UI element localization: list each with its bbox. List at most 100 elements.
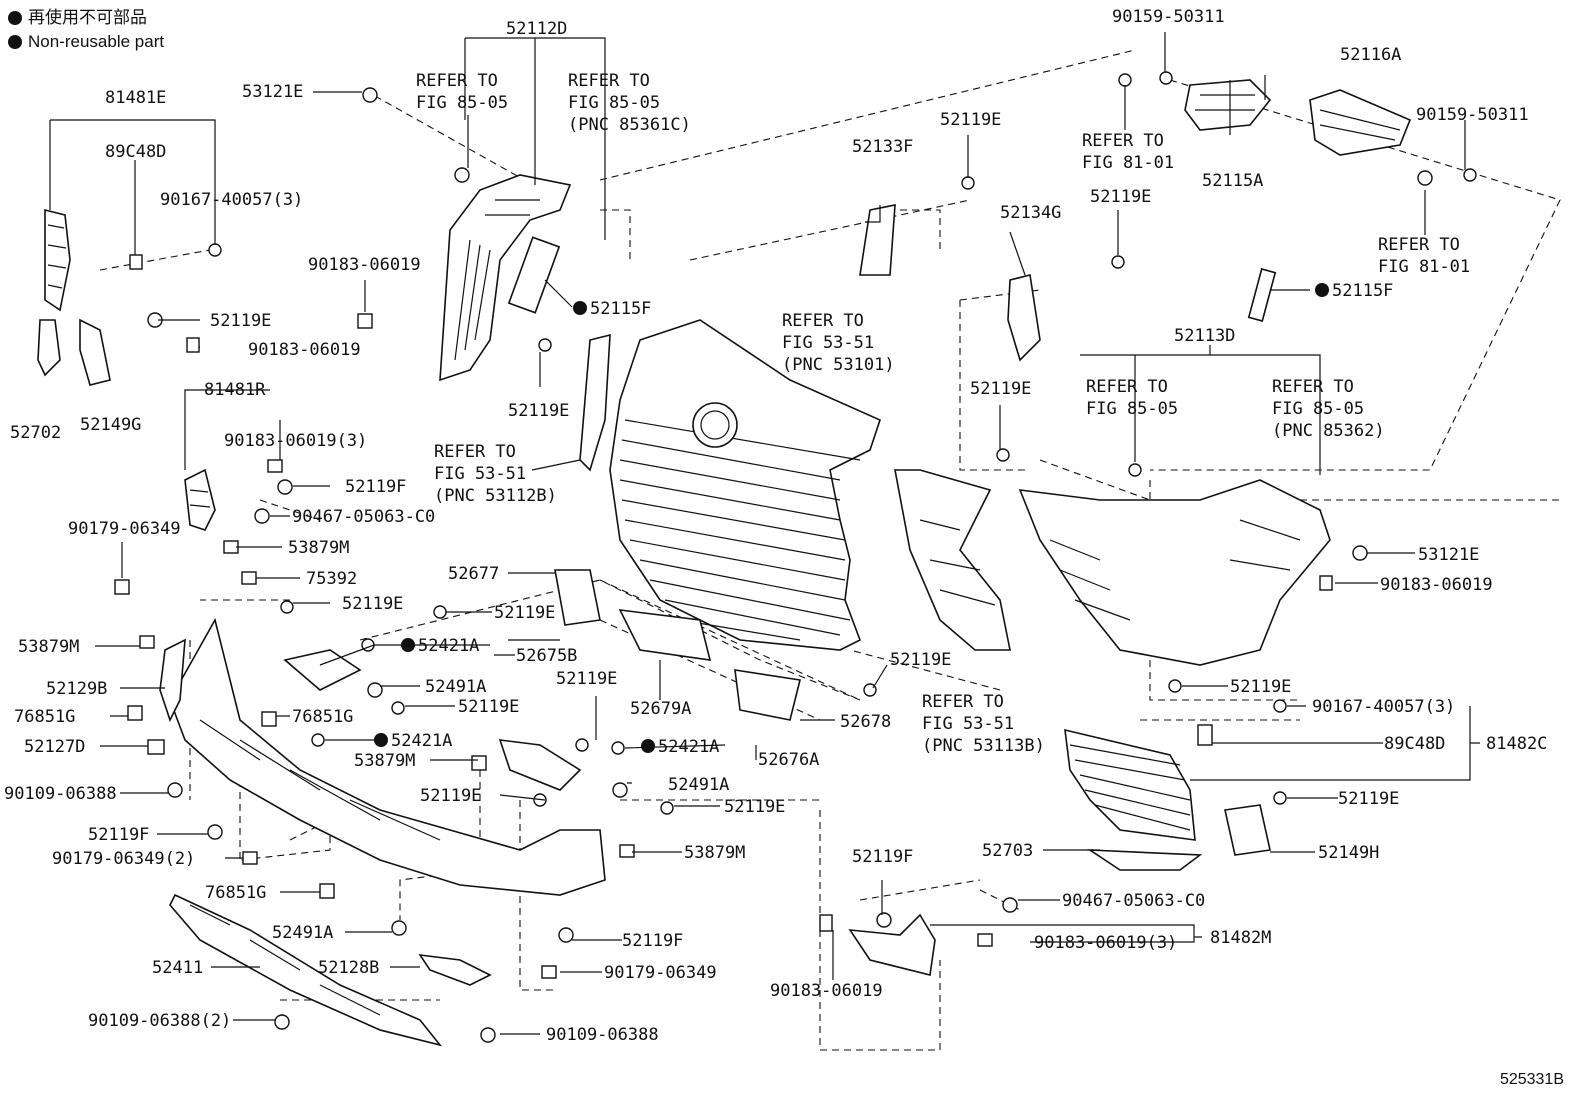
nut-icon [186, 337, 200, 353]
part-right-lower-piece [894, 469, 1011, 651]
non-reusable-dot-icon [401, 638, 415, 652]
refer-label: REFER TO [922, 692, 1004, 712]
refer-fig: FIG 53-51 [434, 464, 526, 484]
refer-fig: FIG 85-05 [568, 93, 660, 113]
label-52112D: 52112D [506, 19, 567, 39]
label-52119E: 52119E [1230, 677, 1291, 697]
label-52119F: 52119F [622, 931, 683, 951]
part-52116A [1309, 89, 1412, 156]
label-90179-06349: 90179-06349 [604, 963, 717, 983]
label-90179-06349-2: 90179-06349(2) [52, 849, 195, 869]
part-52115A [1184, 79, 1272, 131]
label-52702: 52702 [10, 423, 61, 443]
label-53879M: 53879M [354, 751, 415, 771]
refer-fig: FIG 81-01 [1082, 153, 1174, 173]
non-reusable-dot-icon [573, 301, 587, 315]
label-76851G: 76851G [292, 707, 353, 727]
label-90183-06019: 90183-06019 [770, 981, 883, 1001]
screw-icon [1159, 71, 1173, 85]
label-90109-06388: 90109-06388 [546, 1025, 659, 1045]
refer-fig: FIG 81-01 [1378, 257, 1470, 277]
label-81482C: 81482C [1486, 734, 1547, 754]
clip-icon [127, 705, 143, 721]
legend-row-en: Non-reusable part [8, 30, 164, 54]
bolt-icon [480, 1027, 496, 1043]
label-52115F: 52115F [590, 299, 651, 319]
clip-icon [391, 920, 407, 936]
label-52679A: 52679A [630, 699, 691, 719]
label-52119F: 52119F [345, 477, 406, 497]
label-90159-50311: 90159-50311 [1112, 7, 1225, 27]
refer-label: REFER TO [1378, 235, 1460, 255]
nut-icon [819, 914, 833, 932]
refer-fig: FIG 53-51 [922, 714, 1014, 734]
legend-row-ja: 再使用不可部品 [8, 6, 164, 30]
label-52491A: 52491A [668, 775, 729, 795]
clip-icon [241, 571, 257, 585]
label-53879M: 53879M [18, 637, 79, 657]
label-90167-40057-3: 90167-40057(3) [1312, 697, 1455, 717]
part-grille-53101 [579, 204, 896, 651]
screw-icon [876, 912, 892, 928]
label-52134G: 52134G [1000, 203, 1061, 223]
screw-icon [1118, 73, 1132, 87]
label-52127D: 52127D [24, 737, 85, 757]
label-76851G: 76851G [14, 707, 75, 727]
part-52134G [1007, 274, 1041, 362]
non-reusable-dot-icon [8, 35, 22, 49]
label-52115A: 52115A [1202, 171, 1263, 191]
refer-pnc: (PNC 53112B) [434, 486, 557, 506]
bolt-icon [274, 1014, 290, 1030]
label-52119E: 52119E [342, 594, 403, 614]
label-52675B: 52675B [516, 646, 577, 666]
label-90159-50311: 90159-50311 [1416, 105, 1529, 125]
clip-icon [619, 844, 635, 858]
label-52149H: 52149H [1318, 843, 1379, 863]
bolt-icon [207, 824, 223, 840]
clip-icon [1002, 897, 1018, 913]
clip-icon [612, 782, 628, 798]
clip-icon [129, 254, 143, 270]
label-90109-06388: 90109-06388 [4, 784, 117, 804]
washer-icon [311, 733, 325, 747]
clip-icon [254, 508, 270, 524]
refer-fig: FIG 85-05 [416, 93, 508, 113]
refer-pnc: (PNC 85361C) [568, 115, 691, 135]
label-52703: 52703 [982, 841, 1033, 861]
label-52119E: 52119E [890, 650, 951, 670]
legend: 再使用不可部品 Non-reusable part [8, 6, 164, 54]
screw-icon [575, 738, 589, 752]
clip-icon [319, 883, 335, 899]
non-reusable-dot-icon [8, 11, 22, 25]
clip-icon [261, 711, 277, 727]
label-52116A: 52116A [1340, 45, 1401, 65]
non-reusable-dot-icon [641, 739, 655, 753]
label-52119E: 52119E [724, 797, 785, 817]
screw-icon [433, 605, 447, 619]
screw-icon [391, 701, 405, 715]
label-52119E: 52119E [508, 401, 569, 421]
nut-icon [977, 933, 993, 947]
fasteners [114, 71, 1477, 1043]
refer-pnc: (PNC 53113B) [922, 736, 1045, 756]
screw-icon [1168, 679, 1182, 693]
clip-icon [362, 87, 378, 103]
label-53879M: 53879M [684, 843, 745, 863]
refer-label: REFER TO [1272, 377, 1354, 397]
nut-icon [139, 635, 155, 649]
label-52149G: 52149G [80, 415, 141, 435]
label-52119F: 52119F [852, 847, 913, 867]
label-52119E: 52119E [210, 311, 271, 331]
label-52491A: 52491A [272, 923, 333, 943]
refer-fig: FIG 85-05 [1086, 399, 1178, 419]
label-52119E: 52119E [970, 379, 1031, 399]
non-reusable-markers [374, 283, 1329, 753]
refer-label: REFER TO [1086, 377, 1168, 397]
label-52491A: 52491A [425, 677, 486, 697]
screw-icon [280, 600, 294, 614]
nut-icon [242, 851, 258, 865]
nut-icon [267, 459, 283, 473]
screw-icon [208, 243, 222, 257]
screw-icon [1463, 168, 1477, 182]
